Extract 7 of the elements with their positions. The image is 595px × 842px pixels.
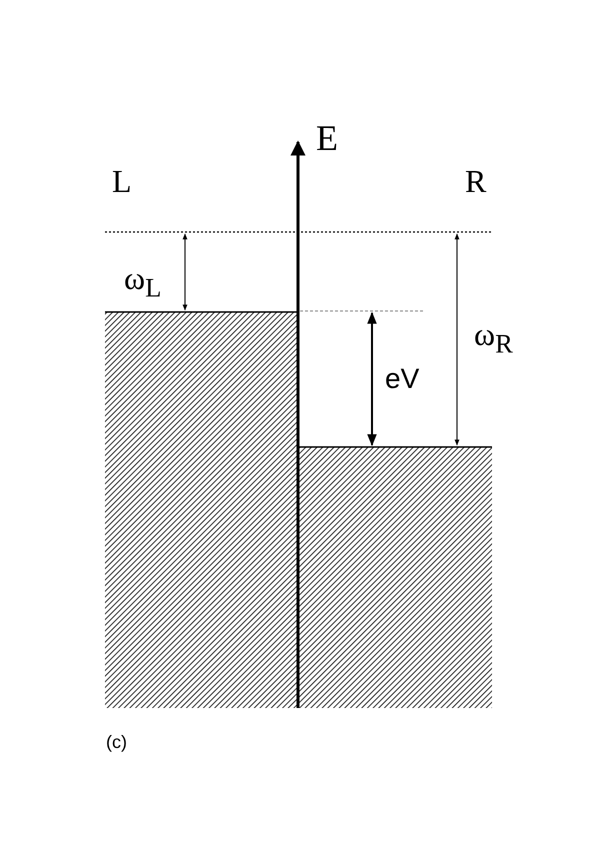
dimension-label: ω$_{L}$ xyxy=(124,262,162,302)
side-label: R xyxy=(465,165,486,197)
axis-label: E xyxy=(316,120,338,156)
dimension-label: ω$_{R}$ xyxy=(474,318,513,358)
figure-label: (c) xyxy=(106,733,127,751)
dimension-label: eV xyxy=(385,365,420,393)
side-label: L xyxy=(112,165,132,197)
